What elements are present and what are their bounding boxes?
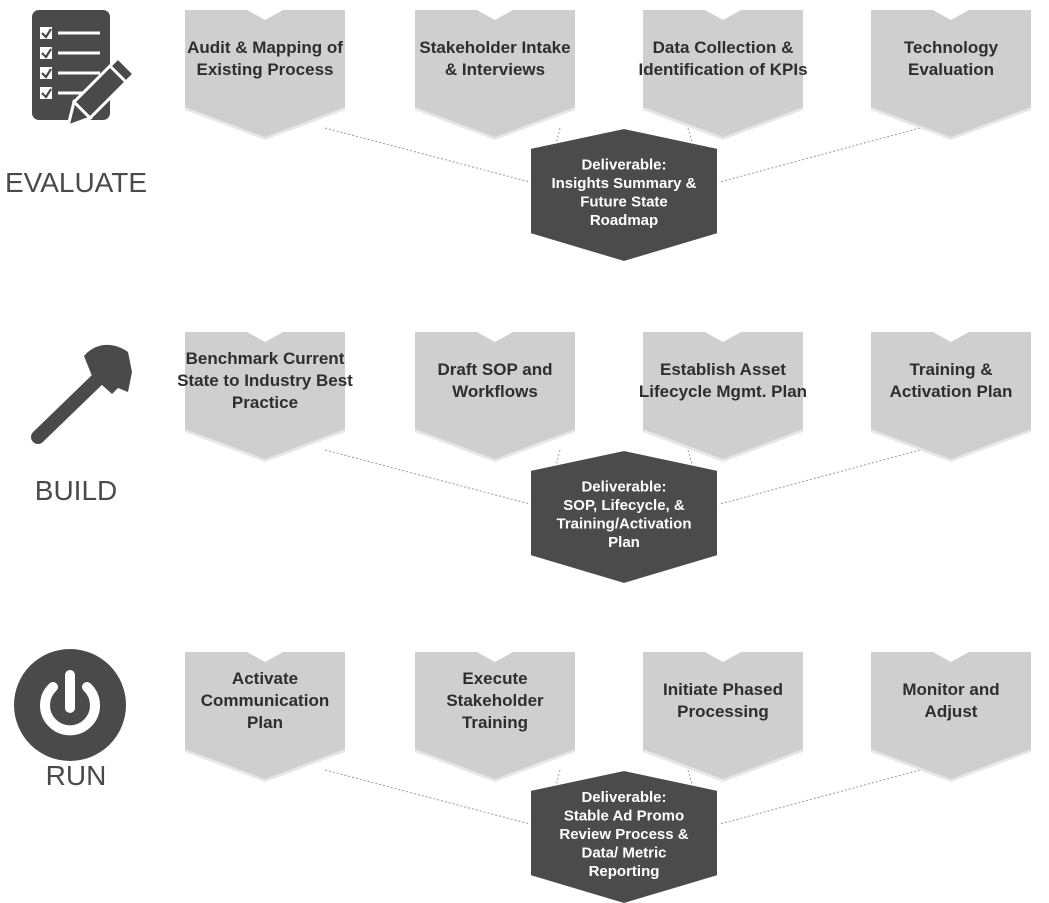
connector-line (324, 769, 546, 829)
step-label: & Interviews (445, 60, 545, 79)
step-shape (415, 332, 575, 459)
step-label: Monitor and (902, 680, 999, 699)
phase-label: EVALUATE (5, 167, 147, 198)
step-label: Establish Asset (660, 360, 786, 379)
step-shape (185, 652, 345, 779)
step-label: Evaluation (908, 60, 994, 79)
deliverable-label: Insights Summary & (551, 175, 696, 192)
deliverable-label: Training/Activation (556, 515, 691, 532)
step-label: Execute (462, 669, 527, 688)
step-label: Training (462, 713, 528, 732)
step-label: Activation Plan (890, 382, 1013, 401)
step-shape (643, 332, 803, 459)
step-shape (643, 652, 803, 779)
step-shape (185, 332, 345, 459)
phase-label: BUILD (35, 475, 117, 506)
phase-label: RUN (46, 760, 107, 791)
step-label: Audit & Mapping of (187, 38, 343, 57)
deliverable-label: Roadmap (590, 212, 658, 229)
step-box: Data Collection & Identification of KPIs (638, 10, 808, 140)
deliverable-label: Deliverable: (581, 156, 666, 173)
deliverable-label: Future State (580, 193, 668, 210)
step-label: Processing (677, 702, 769, 721)
deliverable-label: Reporting (589, 863, 660, 880)
deliverable-label: Data/ Metric (581, 845, 666, 862)
step-shape (415, 652, 575, 779)
step-label: Training & (909, 360, 992, 379)
connector-line (704, 769, 921, 829)
deliverable-label: Review Process & (559, 826, 688, 843)
deliverable-badge: Deliverable: SOP, Lifecycle, &Training/Ac… (529, 448, 719, 586)
connector-line (324, 449, 546, 509)
step-label: Existing Process (196, 60, 333, 79)
step-shape (871, 10, 1031, 137)
deliverable-shape (529, 448, 719, 586)
deliverable-shape (529, 126, 719, 264)
hammer-icon (31, 344, 132, 444)
step-label: Initiate Phased (663, 680, 783, 699)
power-icon (14, 649, 126, 761)
step-shape (871, 332, 1031, 459)
step-label: Communication (201, 691, 329, 710)
step-label: Draft SOP and (438, 360, 553, 379)
deliverable-shape (529, 768, 719, 903)
step-label: State to Industry Best (177, 371, 353, 390)
step-box: Training & Activation Plan (871, 332, 1031, 462)
phase-evaluate: Audit & Mapping of Existing Process Stakeh… (5, 10, 1031, 264)
step-shape (415, 10, 575, 137)
step-box: Audit & Mapping of Existing Process (185, 10, 345, 140)
checklist-pencil-icon (32, 10, 137, 129)
deliverable-label: Stable Ad Promo (564, 808, 684, 825)
step-label: Adjust (925, 702, 978, 721)
step-label: Stakeholder Intake (419, 38, 570, 57)
step-shape (643, 10, 803, 137)
step-label: Workflows (452, 382, 538, 401)
step-label: Data Collection & (653, 38, 794, 57)
step-box: Stakeholder Intake & Interviews (415, 10, 575, 140)
deliverable-label: Plan (608, 534, 640, 551)
deliverable-badge: Deliverable: Insights Summary &Future Sta… (529, 126, 719, 264)
connector-line (704, 449, 921, 509)
step-label: Identification of KPIs (638, 60, 807, 79)
deliverable-label: SOP, Lifecycle, & (563, 497, 685, 514)
step-label: Stakeholder (446, 691, 544, 710)
deliverable-label: Deliverable: (581, 478, 666, 495)
step-label: Activate (232, 669, 298, 688)
step-shape (871, 652, 1031, 779)
step-label: Benchmark Current (186, 349, 345, 368)
step-label: Technology (904, 38, 999, 57)
step-label: Lifecycle Mgmt. Plan (639, 382, 807, 401)
step-shape (185, 10, 345, 137)
step-label: Plan (247, 713, 283, 732)
connector-line (324, 127, 546, 187)
step-label: Practice (232, 393, 298, 412)
connector-line (704, 127, 921, 187)
deliverable-label: Deliverable: (581, 789, 666, 806)
